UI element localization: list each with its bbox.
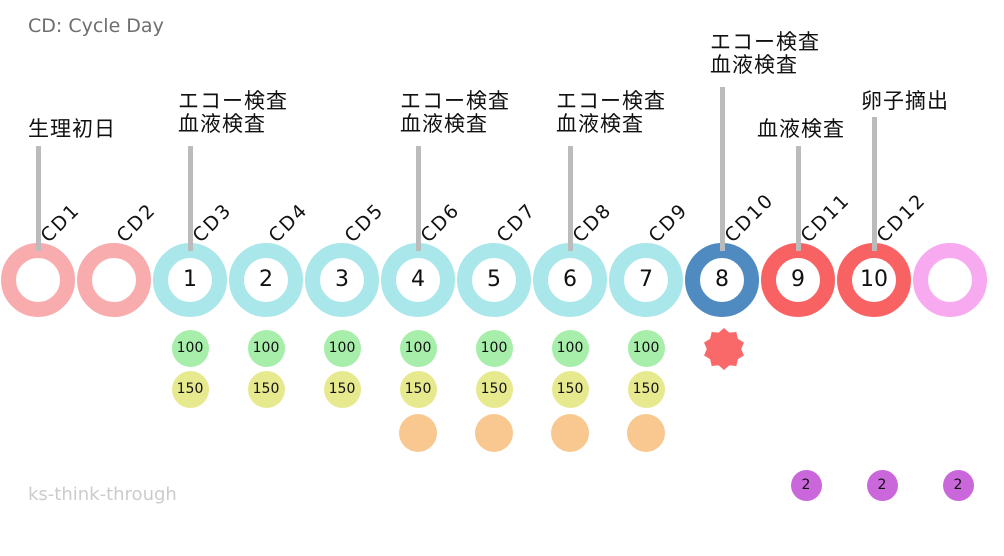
dose-dot-purple: 2 [942, 469, 974, 501]
cycle-day-label: CD9 [644, 198, 693, 247]
cycle-day-ring: 6 [533, 243, 607, 317]
dose-dot-dose100: 100 [475, 329, 513, 367]
annotation-text: エコー検査血液検査 [710, 31, 820, 77]
annotation-text-line: 血液検査 [757, 117, 845, 141]
cycle-day-ring: 5 [457, 243, 531, 317]
cycle-day-ring: 9 [761, 243, 835, 317]
trigger-star-icon [704, 328, 744, 370]
annotation-leader-line [795, 146, 801, 251]
dose-dot-dose150: 150 [323, 370, 361, 408]
annotation-text: エコー検査血液検査 [178, 90, 288, 136]
cycle-day-label: CD6 [416, 198, 465, 247]
dose-dot-purple: 2 [790, 469, 822, 501]
dose-dot-dose100: 100 [551, 329, 589, 367]
page-title: CD: Cycle Day [28, 15, 164, 37]
annotation-text-line: エコー検査 [710, 30, 820, 54]
annotation-text-line: エコー検査 [178, 89, 288, 113]
cycle-day-ring [1, 243, 75, 317]
cycle-day-ring: 8 [685, 243, 759, 317]
annotation-leader-line [187, 146, 193, 251]
annotation-text: 卵子摘出 [861, 90, 949, 113]
dose-dot-dose150: 150 [247, 370, 285, 408]
cycle-day-number: 3 [335, 267, 349, 292]
annotation-leader-line [871, 117, 877, 251]
annotation-text-line: 血液検査 [178, 112, 266, 136]
dose-dot-dose100: 100 [323, 329, 361, 367]
annotation-text-line: 血液検査 [556, 112, 644, 136]
cycle-day-ring: 4 [381, 243, 455, 317]
cycle-day-label: CD7 [492, 198, 541, 247]
cycle-day-ring [77, 243, 151, 317]
cycle-day-number: 8 [715, 267, 729, 292]
cycle-day-number: 10 [860, 267, 888, 292]
dose-dot-dose100: 100 [627, 329, 665, 367]
dose-dot-dose150: 150 [551, 370, 589, 408]
cycle-day-number: 4 [411, 267, 425, 292]
cycle-day-ring [913, 243, 987, 317]
cycle-day-ring: 7 [609, 243, 683, 317]
annotation-leader-line [415, 146, 421, 251]
cycle-day-ring: 2 [229, 243, 303, 317]
cycle-day-ring: 1 [153, 243, 227, 317]
cycle-day-number: 9 [791, 267, 805, 292]
dose-dot-dose100: 100 [171, 329, 209, 367]
annotation-text-line: 卵子摘出 [861, 89, 949, 113]
annotation-text-line: 血液検査 [710, 53, 798, 77]
annotation-text-line: エコー検査 [556, 89, 666, 113]
cycle-day-number: 5 [487, 267, 501, 292]
cycle-day-label: CD10 [720, 188, 779, 247]
annotation-text: エコー検査血液検査 [400, 90, 510, 136]
dose-dot-dose100: 100 [399, 329, 437, 367]
dose-dot-purple: 2 [866, 469, 898, 501]
dose-dot-orange [399, 414, 437, 452]
dose-dot-orange [475, 414, 513, 452]
cycle-day-label: CD12 [872, 188, 931, 247]
dose-dot-dose150: 150 [627, 370, 665, 408]
cycle-day-ring: 3 [305, 243, 379, 317]
annotation-text-line: 血液検査 [400, 112, 488, 136]
dose-dot-dose100: 100 [247, 329, 285, 367]
cycle-day-label: CD3 [188, 198, 237, 247]
annotation-text-line: エコー検査 [400, 89, 510, 113]
cycle-day-label: CD2 [112, 198, 161, 247]
cycle-day-label: CD5 [340, 198, 389, 247]
cycle-day-number: 6 [563, 267, 577, 292]
cycle-day-ring: 10 [837, 243, 911, 317]
cycle-day-number: 2 [259, 267, 273, 292]
dose-dot-dose150: 150 [171, 370, 209, 408]
dose-dot-orange [627, 414, 665, 452]
cycle-day-number: 7 [639, 267, 653, 292]
annotation-text: エコー検査血液検査 [556, 90, 666, 136]
annotation-leader-line [35, 146, 41, 251]
cycle-day-label: CD1 [36, 198, 85, 247]
dose-dot-orange [551, 414, 589, 452]
annotation-text-line: 生理初日 [28, 117, 116, 141]
dose-dot-dose150: 150 [475, 370, 513, 408]
annotation-leader-line [719, 87, 725, 251]
annotation-text: 生理初日 [28, 118, 116, 141]
dose-dot-dose150: 150 [399, 370, 437, 408]
watermark: ks-think-through [28, 484, 177, 505]
cycle-day-label: CD4 [264, 198, 313, 247]
annotation-leader-line [567, 146, 573, 251]
annotation-text: 血液検査 [757, 118, 845, 141]
cycle-day-label: CD8 [568, 198, 617, 247]
cycle-day-number: 1 [183, 267, 197, 292]
cycle-day-label: CD11 [796, 188, 855, 247]
